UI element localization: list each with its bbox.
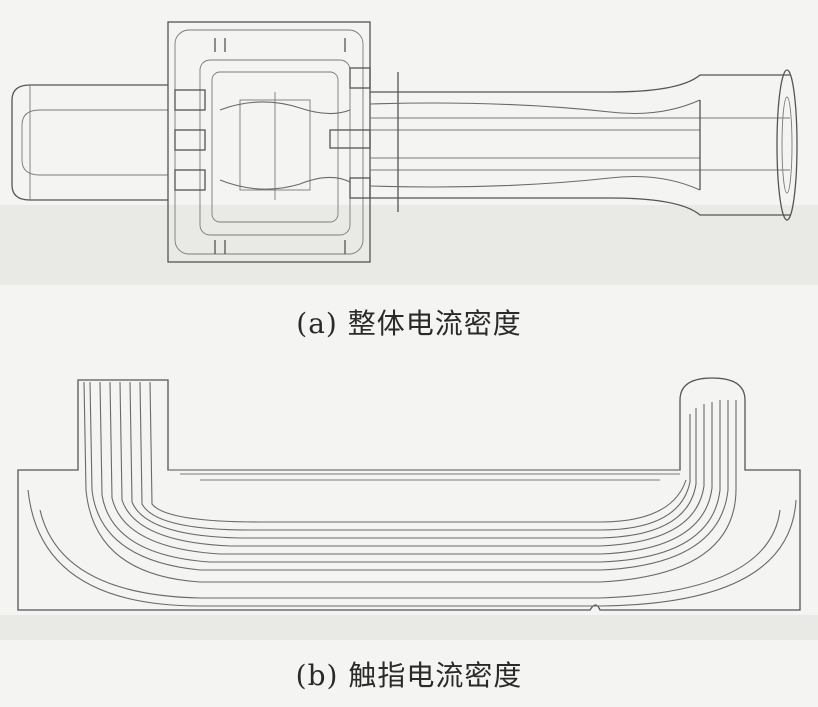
current-flow-lines — [27, 381, 797, 607]
overall-current-density-diagram — [0, 21, 818, 285]
finger-current-density-diagram — [0, 377, 818, 640]
background-band — [0, 615, 818, 640]
caption-b: (b) 触指电流密度 — [295, 659, 523, 692]
caption-a: (a) 整体电流密度 — [296, 307, 522, 340]
right-conductor-rod — [369, 69, 798, 221]
panel-b-finger-current-density — [0, 360, 818, 640]
contact-housing — [167, 21, 371, 263]
left-conductor-tube — [11, 84, 168, 201]
finger-outline — [17, 377, 801, 611]
panel-a-overall-current-density — [0, 0, 818, 290]
background-band — [0, 205, 818, 285]
